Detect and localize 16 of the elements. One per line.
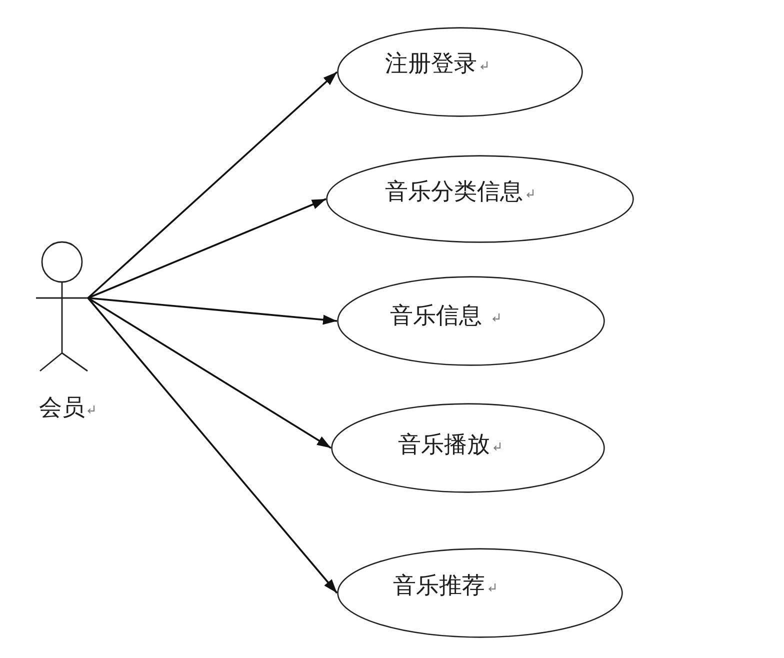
use-case-label: 音乐分类信息: [385, 179, 523, 205]
use-case-ellipse: [337, 548, 623, 638]
use-case-ellipse: [337, 276, 605, 366]
arrow: [88, 297, 338, 325]
actor-label: 会员: [39, 395, 85, 421]
arrow: [87, 297, 338, 594]
use-case-ellipse: [331, 403, 605, 493]
use-case-label: 音乐信息: [390, 303, 482, 329]
arrow: [88, 198, 326, 299]
use-case-ellipse: [337, 27, 583, 117]
use-case-ellipse: [326, 155, 634, 243]
use-case-label: 音乐播放: [398, 432, 490, 458]
use-case-label: 注册登录: [385, 51, 477, 77]
use-case-label: 音乐推荐: [393, 573, 485, 599]
arrow: [88, 297, 332, 449]
arrow: [87, 71, 338, 299]
